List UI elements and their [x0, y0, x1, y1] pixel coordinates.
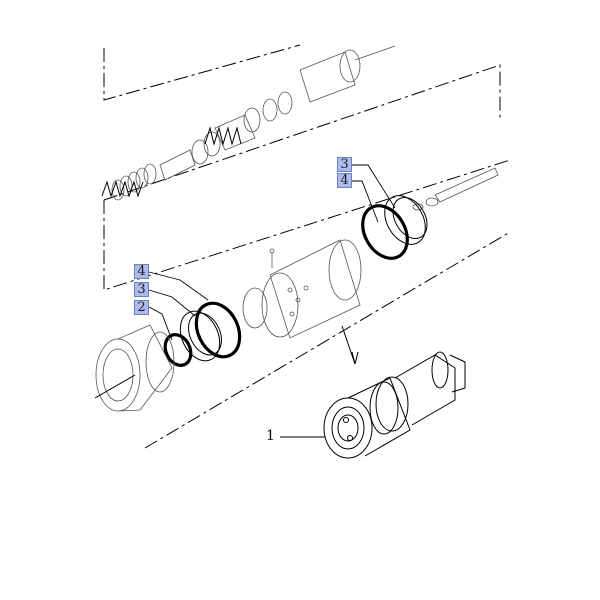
cartridge-valve-assembled	[323, 351, 466, 459]
callout-2-left[interactable]: 2	[134, 300, 149, 315]
callout-4-top[interactable]: 4	[337, 173, 352, 188]
spool-spring-group	[111, 45, 396, 201]
end-cap	[94, 324, 175, 412]
o-rings-left	[163, 301, 242, 367]
callout-3-top[interactable]: 3	[337, 157, 352, 172]
callout-3-left[interactable]: 3	[134, 282, 149, 297]
pilot-pin	[412, 167, 499, 211]
group-boundary-lines	[103, 44, 511, 449]
valve-sleeve	[242, 239, 362, 339]
callout-4-left[interactable]: 4	[134, 264, 149, 279]
part-1-label: 1	[266, 428, 275, 444]
spring-coils	[101, 126, 242, 198]
leader-lines	[148, 164, 396, 438]
o-rings-top	[361, 195, 428, 260]
